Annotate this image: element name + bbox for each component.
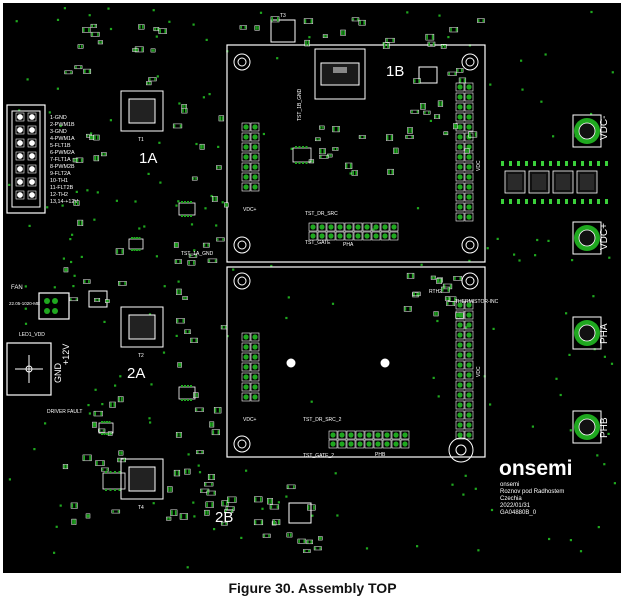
pinout-line: 11-FLT2B — [50, 185, 74, 191]
pha-small-label: PHA — [343, 242, 354, 248]
power-module-bottom — [226, 266, 486, 463]
pinout-line: 3-GND — [50, 129, 67, 135]
pinout-line: 8-PWM2B — [50, 164, 75, 170]
vdc-small-a: VDC — [476, 160, 482, 171]
pcb-assembly-drawing: 1A 1B 2A 2B VDC- VDC+ PHA PHB FAN GND +1… — [6, 7, 616, 569]
power-input-connector — [6, 342, 52, 396]
label-2b: 2B — [215, 509, 233, 526]
terminal-studs — [572, 114, 602, 444]
pinout-line: 10-TH1 — [50, 178, 68, 184]
pinout-line: 1-GND — [50, 115, 67, 121]
vdcp-a-label: VDC+ — [243, 207, 257, 213]
pinout-line: 2-PWM1B — [50, 122, 75, 128]
vdcp-b-label: VDC+ — [243, 417, 257, 423]
reference-designators: T1 T2 T4 T3 TST_1A_GND TST_DR_SRC TST_GA… — [9, 13, 499, 511]
marking-line: GA04880B_0 — [500, 510, 537, 516]
pinout-line: 9-FLT2A — [50, 171, 71, 177]
fan-label: FAN — [11, 285, 23, 291]
via-dots — [8, 7, 616, 569]
pinout-line: 12-TH2 — [50, 192, 68, 198]
pha-label: PHA — [599, 323, 610, 344]
marking-line: 2022/01/31 — [500, 503, 531, 509]
refdes-t4: T4 — [138, 505, 144, 511]
refdes-tst-gate: TST_GATE — [305, 240, 331, 246]
v12-label: +12V — [61, 344, 71, 365]
control-connector — [6, 104, 46, 214]
refdes-fan-res: 22.05-1020-ME — [9, 301, 40, 306]
marking-line: onsemi — [500, 482, 519, 488]
pin-headers — [241, 82, 474, 449]
marking-line: Roznov pod Radhostem — [500, 489, 564, 495]
capacitor-row — [501, 161, 608, 204]
connector-labels: VDC- VDC+ PHA PHB FAN GND +12V PHA PHB V… — [11, 116, 610, 458]
refdes-t1: T1 — [138, 137, 144, 143]
pinout-line: 7-FLT1A — [50, 157, 71, 163]
label-2a: 2A — [127, 365, 145, 382]
label-1b: 1B — [386, 63, 404, 80]
power-module-top — [226, 44, 486, 263]
pinout-line: 13,14-+12V — [50, 199, 78, 205]
phb-small-label: PHB — [375, 452, 386, 458]
board-marking: onsemi onsemi Roznov pod Radhostem Czech… — [499, 457, 573, 516]
refdes-rth2: RTH2 — [429, 289, 442, 295]
fan-connector — [38, 292, 70, 320]
refdes-t2: T2 — [138, 353, 144, 359]
phb-label: PHB — [599, 417, 610, 438]
gnd-label: GND — [53, 363, 63, 384]
pinout-line: 6-PWM2A — [50, 150, 75, 156]
transformers — [88, 19, 438, 524]
refdes-led1-vdd: LED1_VDD — [19, 332, 45, 338]
refdes-tst-gate-2: TST_GATE_2 — [303, 453, 334, 459]
section-labels: 1A 1B 2A 2B — [127, 63, 404, 526]
onsemi-logo: onsemi — [499, 457, 573, 480]
figure-caption: Figure 30. Assembly TOP — [228, 580, 397, 596]
refdes-tst1a-gnd: TST_1A_GND — [181, 251, 214, 257]
refdes-thermistor: THERMISTOR-INC — [455, 299, 499, 305]
vdc-plus-label: VDC+ — [599, 223, 610, 250]
refdes-tst-dr-src-2: TST_DR_SRC_2 — [303, 417, 342, 423]
vdc-small-b: VDC — [476, 366, 482, 377]
pinout-line: 4-PWM1A — [50, 136, 75, 142]
pinout-line: 5-FLT1B — [50, 143, 71, 149]
refdes-t3: T3 — [280, 13, 286, 19]
refdes-tst-dr-src: TST_DR_SRC — [305, 211, 338, 217]
label-1a: 1A — [139, 150, 157, 167]
refdes-driver-fault: DRIVER FAULT — [47, 409, 82, 415]
pcb-board: 1A 1B 2A 2B VDC- VDC+ PHA PHB FAN GND +1… — [3, 3, 621, 573]
header-pinout: 1-GND 2-PWM1B 3-GND 4-PWM1A 5-FLT1B 6-PW… — [50, 115, 78, 205]
smd-components — [62, 16, 485, 553]
vdc-minus-label: VDC- — [599, 116, 610, 140]
marking-line: Czechia — [500, 496, 522, 502]
refdes-tst-1b-gnd: TST_1B_GND — [297, 88, 303, 121]
